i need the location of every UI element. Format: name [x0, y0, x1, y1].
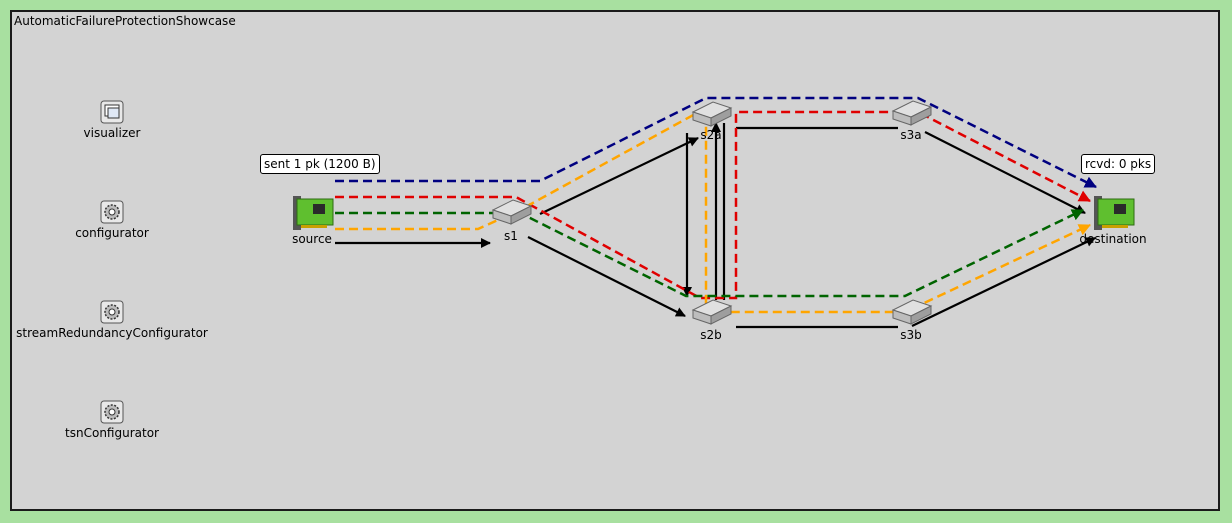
link-s1-s2a — [539, 137, 699, 215]
gear-icon[interactable] — [100, 200, 124, 224]
switch-icon[interactable] — [691, 299, 733, 325]
s1-label: s1 — [504, 229, 518, 243]
network-canvas — [10, 10, 1220, 511]
s2a-label: s2a — [700, 128, 722, 142]
switch-icon[interactable] — [691, 101, 733, 127]
s2b-label: s2b — [700, 328, 722, 342]
switch-icon[interactable] — [891, 100, 933, 126]
tsn-configurator-label: tsnConfigurator — [65, 426, 159, 440]
network-card-icon[interactable] — [293, 196, 334, 230]
window-icon[interactable] — [100, 100, 124, 124]
network-title: AutomaticFailureProtectionShowcase — [14, 14, 236, 28]
switch-icon[interactable] — [491, 199, 533, 225]
links — [335, 122, 1096, 329]
visualizer-label: visualizer — [83, 126, 141, 140]
s3b-label: s3b — [900, 328, 922, 342]
configurator-label: configurator — [75, 226, 149, 240]
gear-icon[interactable] — [100, 300, 124, 324]
source-label: source — [292, 232, 332, 246]
path-red — [335, 110, 1091, 300]
destination-status-bubble: rcvd: 0 pks — [1081, 154, 1156, 174]
destination-label: destination — [1079, 232, 1147, 246]
gear-icon[interactable] — [100, 400, 124, 424]
link-s1-s2b — [527, 236, 686, 317]
s3a-label: s3a — [900, 128, 922, 142]
path-green — [335, 208, 1084, 298]
link-s3b-destination — [911, 237, 1096, 327]
source-status-bubble: sent 1 pk (1200 B) — [260, 154, 380, 174]
stream-redundancy-configurator-label: streamRedundancyConfigurator — [16, 326, 208, 340]
network-card-icon[interactable] — [1094, 196, 1135, 230]
link-s3a-destination — [924, 131, 1086, 214]
switch-icon[interactable] — [891, 299, 933, 325]
